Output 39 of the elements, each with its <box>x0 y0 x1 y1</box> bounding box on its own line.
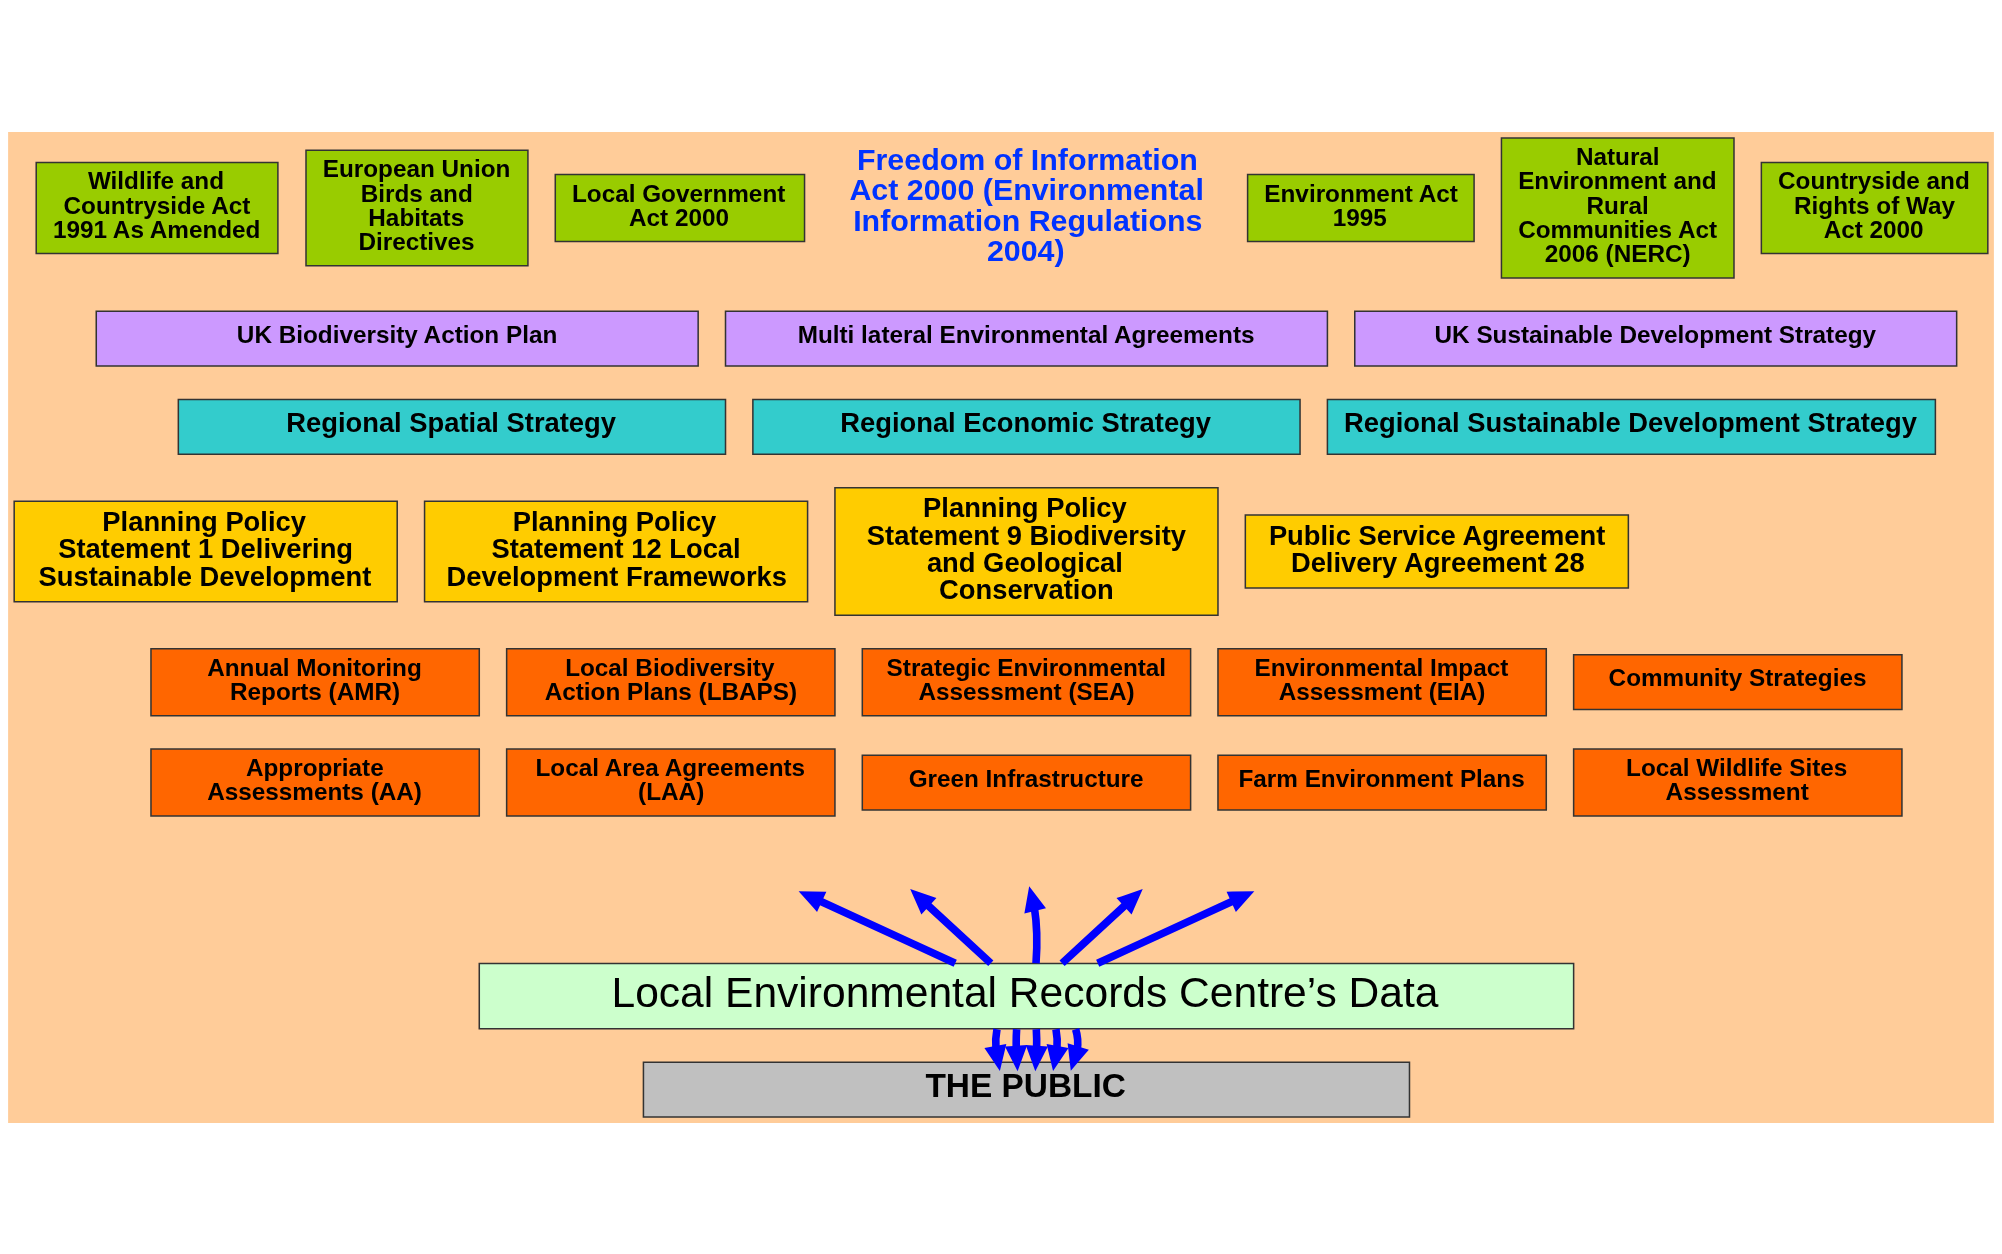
node-box: Appropriate Assessments (AA) <box>150 747 481 817</box>
node-box: Environment Act 1995 <box>1246 173 1475 242</box>
node-box: Community Strategies <box>1572 653 1903 710</box>
arrow <box>1046 1028 1069 1071</box>
node-box: Wildlife and Countryside Act 1991 As Amended <box>35 161 279 254</box>
arrow <box>984 1028 1007 1071</box>
node-box: Local Environmental Records Centre’s Data <box>478 962 1575 1029</box>
arrow <box>798 890 957 967</box>
node-box: Regional Sustainable Development Strategy <box>1326 398 1937 455</box>
node-box: Planning Policy Statement 9 Biodiversity and Geological Conservation <box>834 486 1219 616</box>
node-box: Local Area Agreements (LAA) <box>505 747 836 817</box>
node-box: European Union Birds and Habitats Directives <box>305 149 529 266</box>
node-box: Green Infrastructure <box>861 753 1192 811</box>
label: Freedom of Information Act 2000 (Environmental Information Regulations 2004) <box>849 141 1204 267</box>
node-box: Annual Monitoring Reports (AMR) <box>150 647 481 716</box>
arrow <box>1024 885 1046 963</box>
node-box: Regional Economic Strategy <box>752 398 1301 455</box>
node-box: Multi lateral Environmental Agreements <box>724 310 1329 367</box>
node-box: Local Wildlife Sites Assessment <box>1572 747 1903 817</box>
node-box: Countryside and Rights of Way Act 2000 <box>1760 161 1989 254</box>
node-box: Farm Environment Plans <box>1217 753 1548 811</box>
arrow <box>1096 890 1255 967</box>
node-box: UK Sustainable Development Strategy <box>1354 310 1958 367</box>
arrow <box>1025 1028 1048 1071</box>
node-box: Environmental Impact Assessment (EIA) <box>1217 647 1548 716</box>
arrow <box>1067 1027 1089 1071</box>
node-box: THE PUBLIC <box>642 1060 1411 1118</box>
arrow <box>1059 888 1143 966</box>
node-box: Strategic Environmental Assessment (SEA) <box>861 647 1192 716</box>
node-box: Planning Policy Statement 1 Delivering Sustainable Development <box>13 500 398 602</box>
node-box: Local Biodiversity Action Plans (LBAPS) <box>505 647 836 716</box>
arrow <box>1004 1028 1028 1071</box>
node-box: Local Government Act 2000 <box>554 173 806 242</box>
node-box: Regional Spatial Strategy <box>177 398 727 455</box>
node-box: Natural Environment and Rural Communities Act 2006 (NERC) <box>1500 136 1735 279</box>
arrow <box>910 888 994 966</box>
node-box: Planning Policy Statement 12 Local Development Frameworks <box>423 500 809 602</box>
node-box: Public Service Agreement Delivery Agreement 28 <box>1244 513 1630 589</box>
node-box: UK Biodiversity Action Plan <box>95 310 699 367</box>
